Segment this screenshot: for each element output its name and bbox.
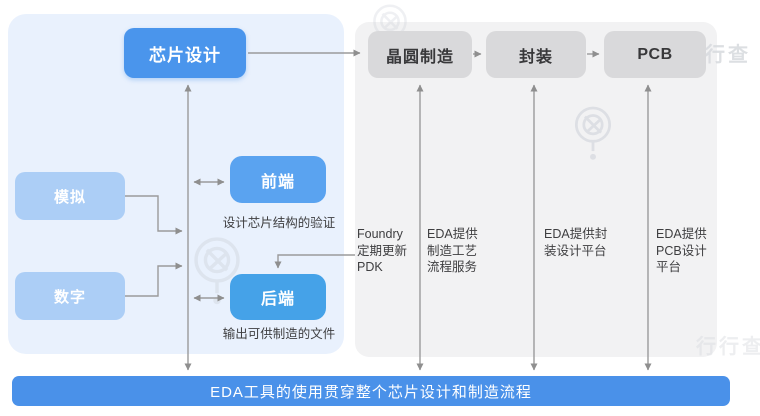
eda-wafer-note: EDA提供 制造工艺 流程服务: [427, 227, 478, 274]
eda-footer-banner: EDA工具的使用贯穿整个芯片设计和制造流程: [12, 376, 730, 406]
eda-packaging-note: EDA提供封 装设计平台: [544, 227, 608, 258]
chip-design-node: 芯片设计: [124, 28, 246, 78]
backend-note: 输出可供制造的文件: [222, 327, 336, 341]
eda-pcb-note: EDA提供 PCB设计 平台: [656, 227, 707, 274]
foundry-pdk-note: Foundry 定期更新 PDK: [357, 227, 408, 274]
pcb-node: PCB: [604, 31, 706, 78]
frontend-note: 设计芯片结构的验证: [222, 216, 336, 230]
digital-node: 数字: [15, 272, 125, 320]
analog-node: 模拟: [15, 172, 125, 220]
packaging-node: 封装: [486, 31, 586, 78]
frontend-node: 前端: [230, 156, 326, 203]
backend-node: 后端: [230, 274, 326, 320]
wafer-fab-node: 晶圆制造: [368, 31, 472, 78]
